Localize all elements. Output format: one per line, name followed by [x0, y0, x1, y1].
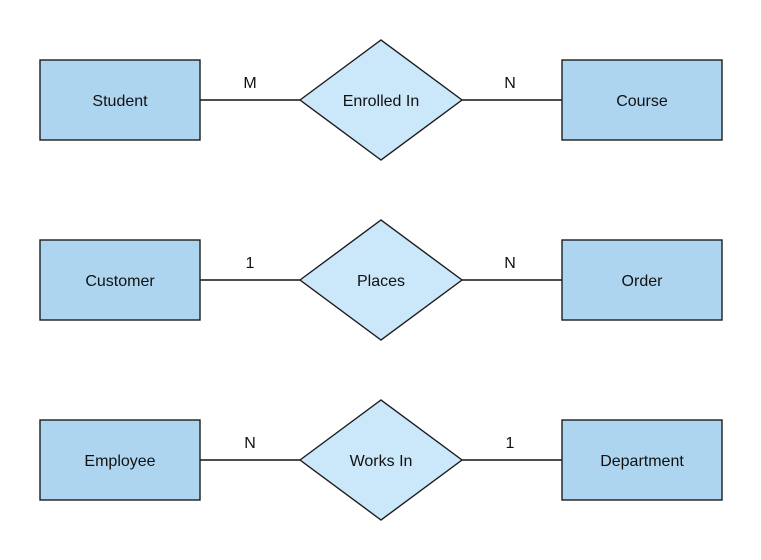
cardinality-right: N — [504, 255, 516, 272]
entity-customer[interactable] — [39, 239, 201, 321]
cardinality-left: 1 — [246, 255, 255, 272]
entity-order[interactable] — [561, 239, 723, 321]
cardinality-left: M — [243, 75, 256, 92]
relationship-label: Enrolled In — [343, 93, 420, 110]
cardinality-left: N — [244, 435, 256, 452]
entity-label: Student — [92, 93, 148, 110]
entity-course[interactable] — [561, 59, 723, 141]
entity-label: Department — [600, 453, 684, 470]
entity-label: Employee — [84, 453, 155, 470]
cardinality-right: 1 — [506, 435, 515, 452]
relationship-row-student-course: Student Enrolled In Course M N — [39, 39, 723, 161]
entity-label: Customer — [85, 273, 155, 290]
relationship-row-employee-department: Employee Works In Department N 1 — [39, 399, 723, 521]
relationship-label: Places — [357, 273, 405, 290]
relationship-row-customer-order: Customer Places Order 1 N — [39, 219, 723, 341]
relationship-label: Works In — [350, 453, 413, 470]
entity-label: Course — [616, 93, 668, 110]
relationship-enrolled-in[interactable] — [298, 39, 464, 161]
entity-label: Order — [622, 273, 664, 290]
relationship-places[interactable] — [298, 219, 464, 341]
entity-student[interactable] — [39, 59, 201, 141]
entity-department[interactable] — [561, 419, 723, 501]
entity-employee[interactable] — [39, 419, 201, 501]
cardinality-right: N — [504, 75, 516, 92]
relationship-works-in[interactable] — [298, 399, 464, 521]
